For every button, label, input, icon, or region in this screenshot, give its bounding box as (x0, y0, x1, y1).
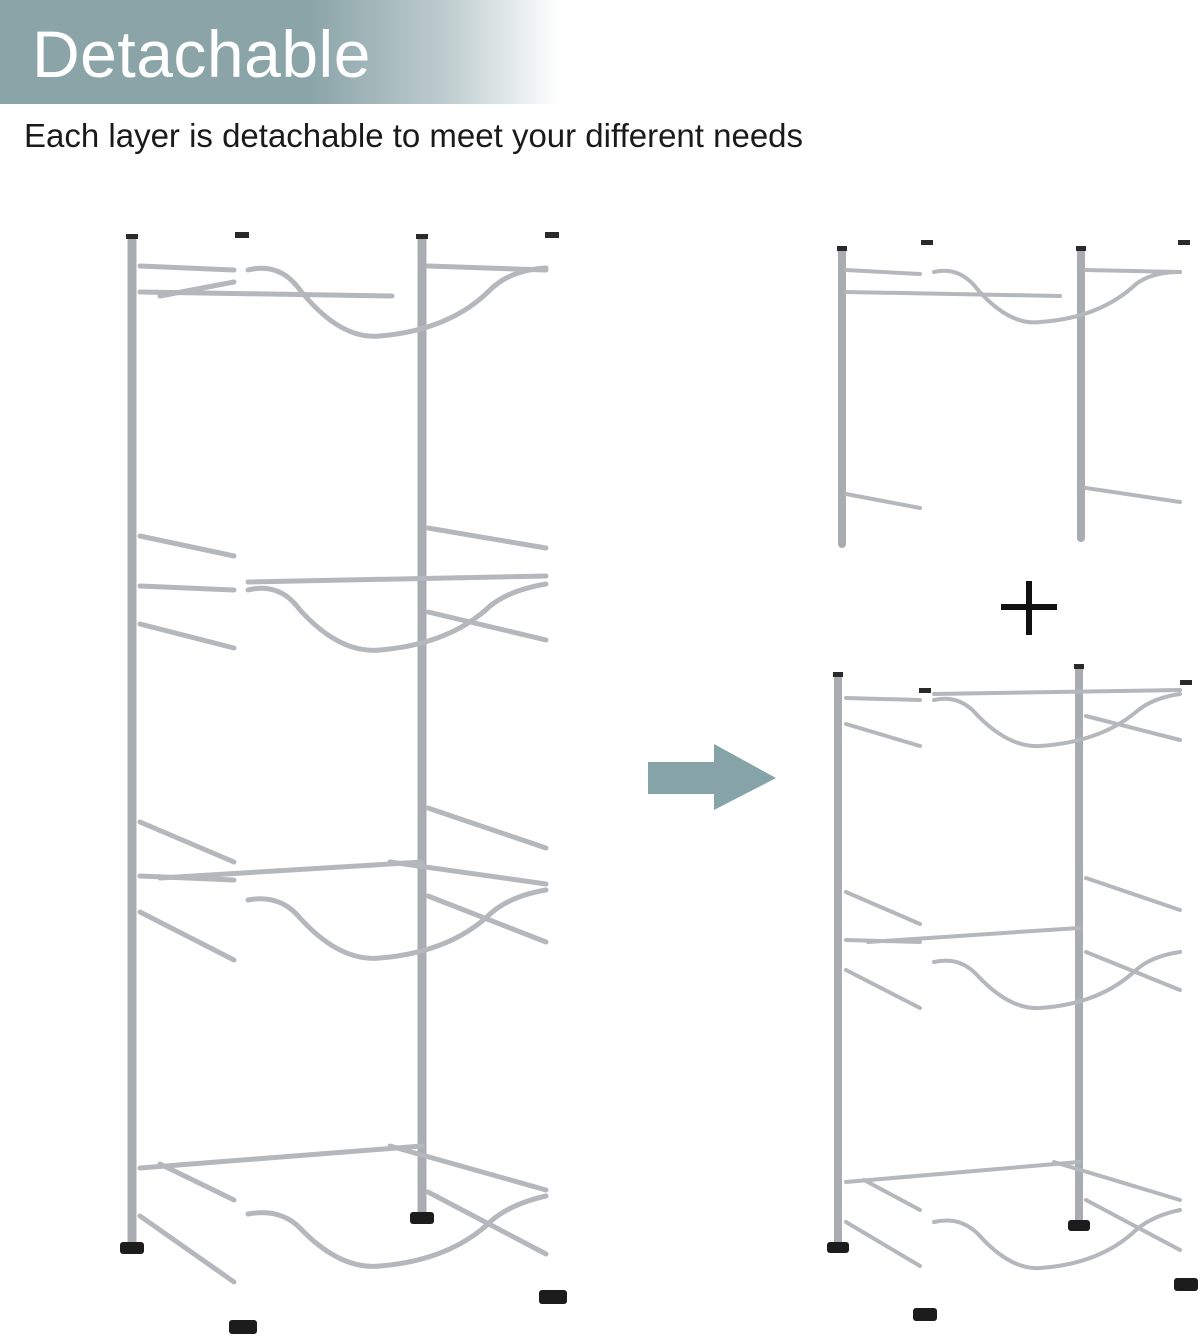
page-subtitle: Each layer is detachable to meet your di… (24, 117, 804, 154)
four-tier-bottle-rack (120, 231, 567, 1334)
two-tier-bottle-rack (827, 664, 1198, 1321)
page-title: Detachable (32, 17, 371, 91)
title-banner: Detachable (0, 0, 560, 104)
arrow-right-icon (648, 744, 776, 810)
rack-feet (120, 1212, 567, 1334)
detached-top-layer (837, 238, 1190, 566)
plus-icon (1001, 581, 1057, 635)
